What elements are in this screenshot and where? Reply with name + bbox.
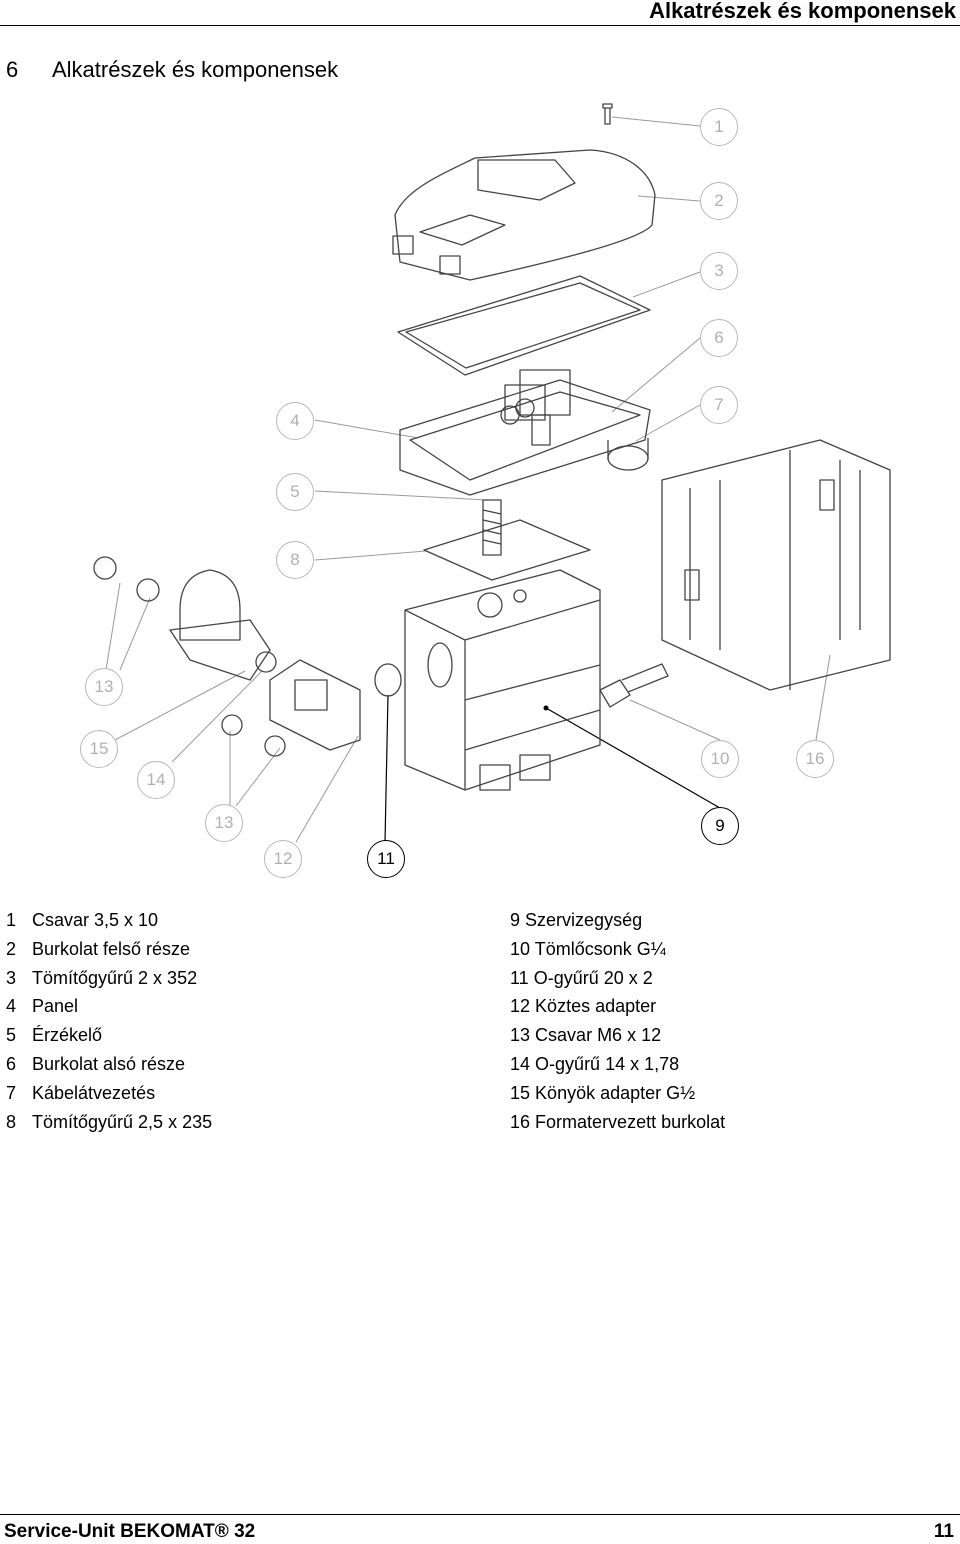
- callout-11: 11: [367, 840, 405, 878]
- legend-text: Csavar M6 x 12: [535, 1025, 662, 1046]
- legend-text: O-gyűrű 14 x 1,78: [535, 1053, 680, 1074]
- legend-item: 5 Érzékelő: [6, 1021, 212, 1050]
- legend-num: 5: [6, 1025, 17, 1046]
- callout-13-upper: 13: [85, 668, 123, 706]
- callout-1: 1: [700, 108, 738, 146]
- legend-num: 14: [510, 1053, 531, 1074]
- callout-10: 10: [701, 740, 739, 778]
- legend-num: 3: [6, 967, 17, 988]
- section-number: 6: [6, 57, 19, 82]
- callout-4: 4: [276, 402, 314, 440]
- legend-item: 15 Könyök adapter G½: [510, 1079, 725, 1108]
- header-title: Alkatrészek és komponensek: [649, 0, 956, 23]
- footer-document-title: Service-Unit BEKOMAT® 32: [4, 1521, 256, 1542]
- legend-item: 12 Köztes adapter: [510, 992, 725, 1021]
- exploded-view-figure: 1 2 3 6 7 4 5 8 13 15 14 10 16 13 9 12 1…: [0, 90, 960, 890]
- legend-item: 1 Csavar 3,5 x 10: [6, 906, 212, 935]
- legend-num: 13: [510, 1025, 531, 1046]
- page-number: 11: [933, 1521, 954, 1542]
- legend-text: Érzékelő: [32, 1025, 103, 1046]
- header-divider: [0, 25, 960, 26]
- callout-12: 12: [264, 840, 302, 878]
- legend-num: 7: [6, 1082, 17, 1103]
- legend-item: 11 O-gyűrű 20 x 2: [510, 964, 725, 993]
- callout-6: 6: [700, 319, 738, 357]
- legend-item: 14 O-gyűrű 14 x 1,78: [510, 1050, 725, 1079]
- legend-text: Csavar 3,5 x 10: [32, 910, 159, 930]
- legend-num: 16: [510, 1111, 531, 1132]
- legend-item: 3 Tömítőgyűrű 2 x 352: [6, 964, 212, 993]
- legend-text: Tömítőgyűrű 2 x 352: [32, 967, 198, 988]
- legend-num: 8: [6, 1111, 17, 1132]
- callout-7: 7: [700, 386, 738, 424]
- legend-text: Köztes adapter: [535, 996, 657, 1017]
- legend-item: 13 Csavar M6 x 12: [510, 1021, 725, 1050]
- callout-14: 14: [137, 761, 175, 799]
- legend-num: 6: [6, 1053, 17, 1074]
- legend-text: Tömlőcsonk G¼: [534, 938, 666, 959]
- legend-num: 15: [510, 1082, 531, 1103]
- exploded-view-drawing: [93, 103, 891, 843]
- callout-16: 16: [796, 740, 834, 778]
- legend-num: 9: [510, 910, 521, 930]
- legend-text: Burkolat alsó része: [32, 1053, 186, 1074]
- legend-item: 6 Burkolat alsó része: [6, 1050, 212, 1079]
- legend-text: Burkolat felső része: [32, 938, 191, 959]
- legend-num: 1: [6, 910, 17, 930]
- legend-num: 11: [510, 967, 529, 988]
- legend-item: 4 Panel: [6, 992, 212, 1021]
- callout-15: 15: [80, 730, 118, 768]
- legend-num: 10: [510, 938, 531, 959]
- legend-num: 12: [510, 996, 531, 1017]
- callout-8: 8: [276, 541, 314, 579]
- legend-item: 10 Tömlőcsonk G¼: [510, 935, 725, 964]
- legend-right: 9 Szervizegység 10 Tömlőcsonk G¼ 11 O-gy…: [510, 906, 725, 1136]
- legend-item: 2 Burkolat felső része: [6, 935, 212, 964]
- legend-left: 1 Csavar 3,5 x 10 2 Burkolat felső része 3…: [6, 906, 212, 1136]
- callout-3: 3: [700, 252, 738, 290]
- footer-divider: [0, 1514, 960, 1515]
- callout-2: 2: [700, 182, 738, 220]
- legend-text: Panel: [32, 996, 79, 1017]
- legend-item: 9 Szervizegység: [510, 906, 725, 935]
- legend-item: 7 Kábelátvezetés: [6, 1079, 212, 1108]
- legend-text: Tömítőgyűrű 2,5 x 235: [32, 1111, 213, 1132]
- legend-item: 8 Tömítőgyűrű 2,5 x 235: [6, 1108, 212, 1137]
- legend-text: O-gyűrű 20 x 2: [533, 967, 653, 988]
- callout-13-lower: 13: [205, 804, 243, 842]
- legend-text: Formatervezett burkolat: [535, 1111, 726, 1132]
- legend-text: Kábelátvezetés: [32, 1082, 156, 1103]
- legend-num: 4: [6, 996, 17, 1017]
- section-title: Alkatrészek és komponensek: [52, 57, 339, 82]
- section-heading: 6 Alkatrészek és komponensek: [6, 57, 338, 83]
- callout-9: 9: [701, 807, 739, 845]
- legend-num: 2: [6, 938, 17, 959]
- legend-text: Szervizegység: [525, 910, 643, 930]
- legend-item: 16 Formatervezett burkolat: [510, 1108, 725, 1137]
- legend-text: Könyök adapter G½: [535, 1082, 696, 1103]
- callout-5: 5: [276, 473, 314, 511]
